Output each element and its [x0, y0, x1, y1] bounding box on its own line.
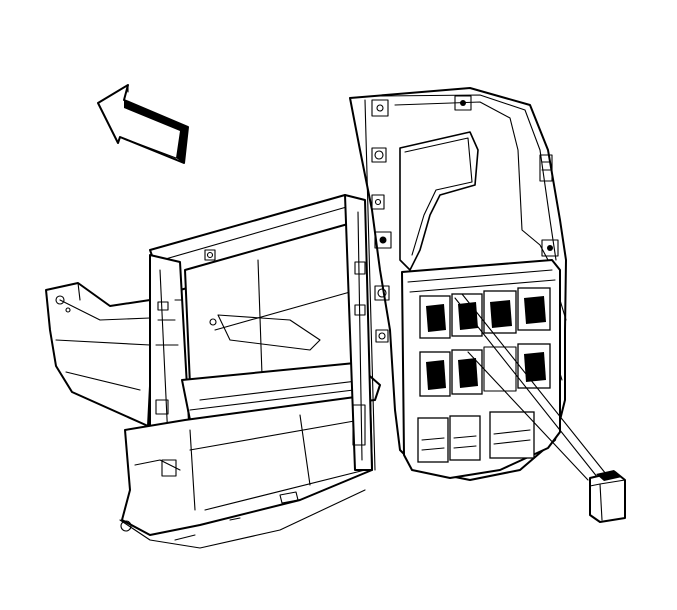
bracket-frame: [45, 194, 381, 549]
trim-panel: [349, 87, 607, 481]
switch-row-lower: [417, 411, 535, 463]
switch-row-middle: [419, 343, 551, 397]
switch-row-upper: [419, 287, 551, 339]
switch-connector-icon: [589, 470, 626, 523]
direction-arrow-icon: [97, 84, 189, 164]
